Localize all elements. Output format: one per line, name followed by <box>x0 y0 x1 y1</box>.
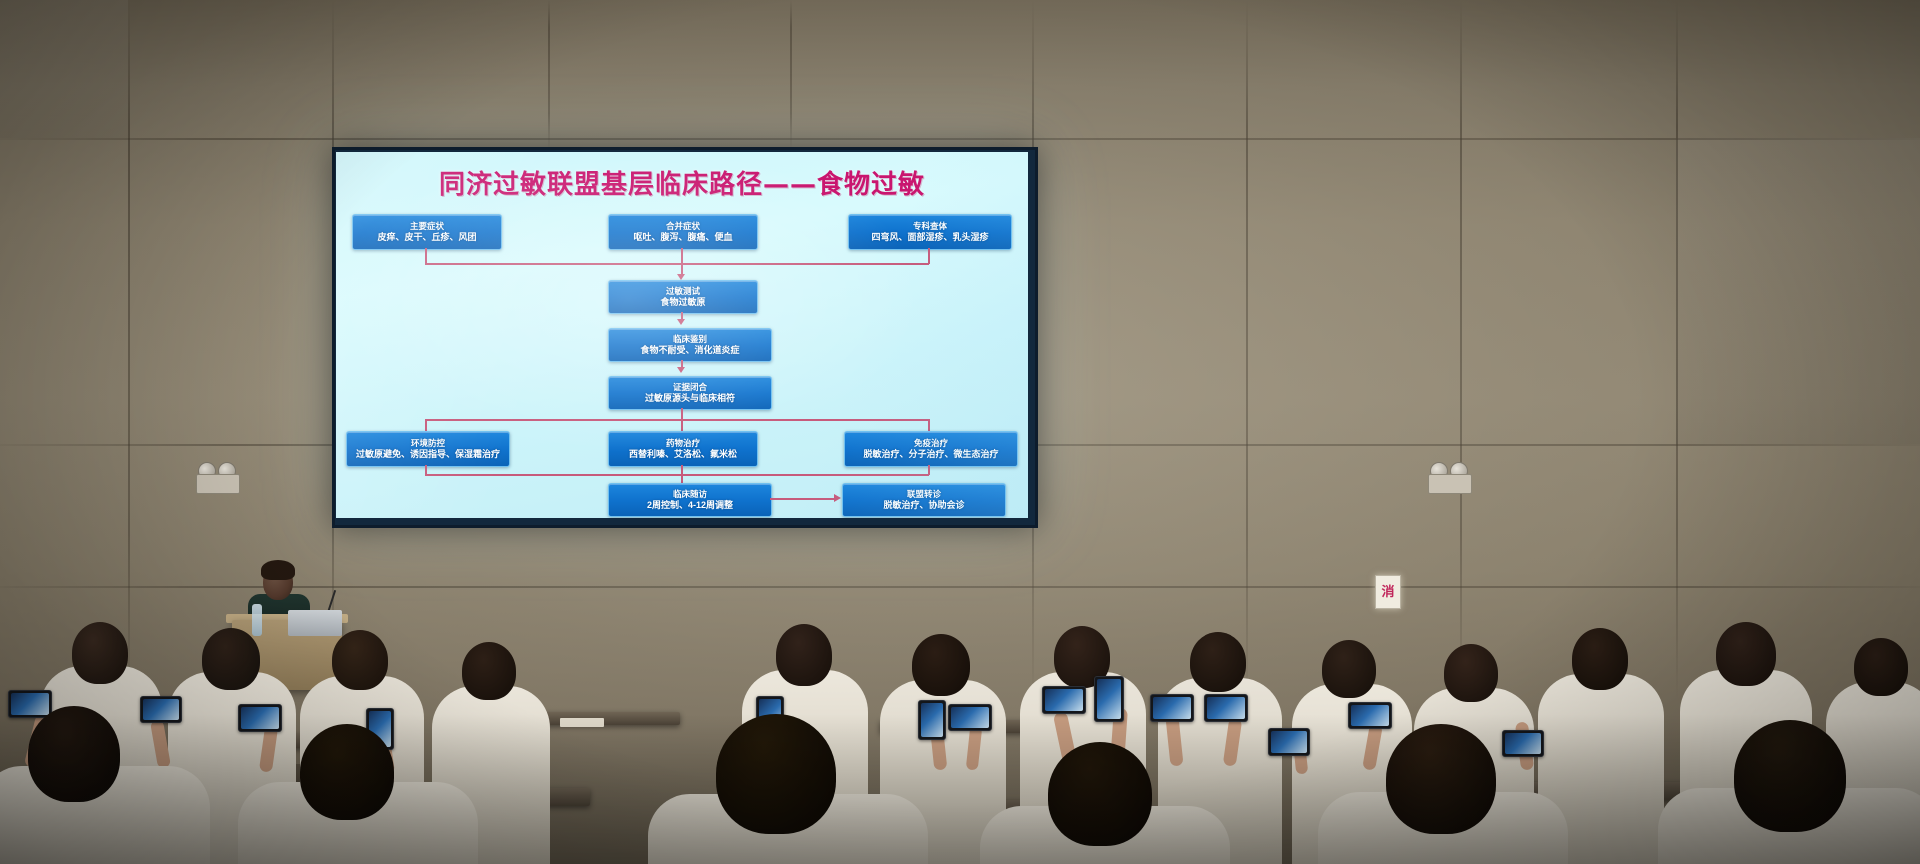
conference-room-photo: 消 同济过敏联盟基层临床路径——食物过敏 主要症状 皮痒、皮干、丘疹、风团 合并… <box>0 0 1920 864</box>
photo-vignette <box>0 0 1920 864</box>
